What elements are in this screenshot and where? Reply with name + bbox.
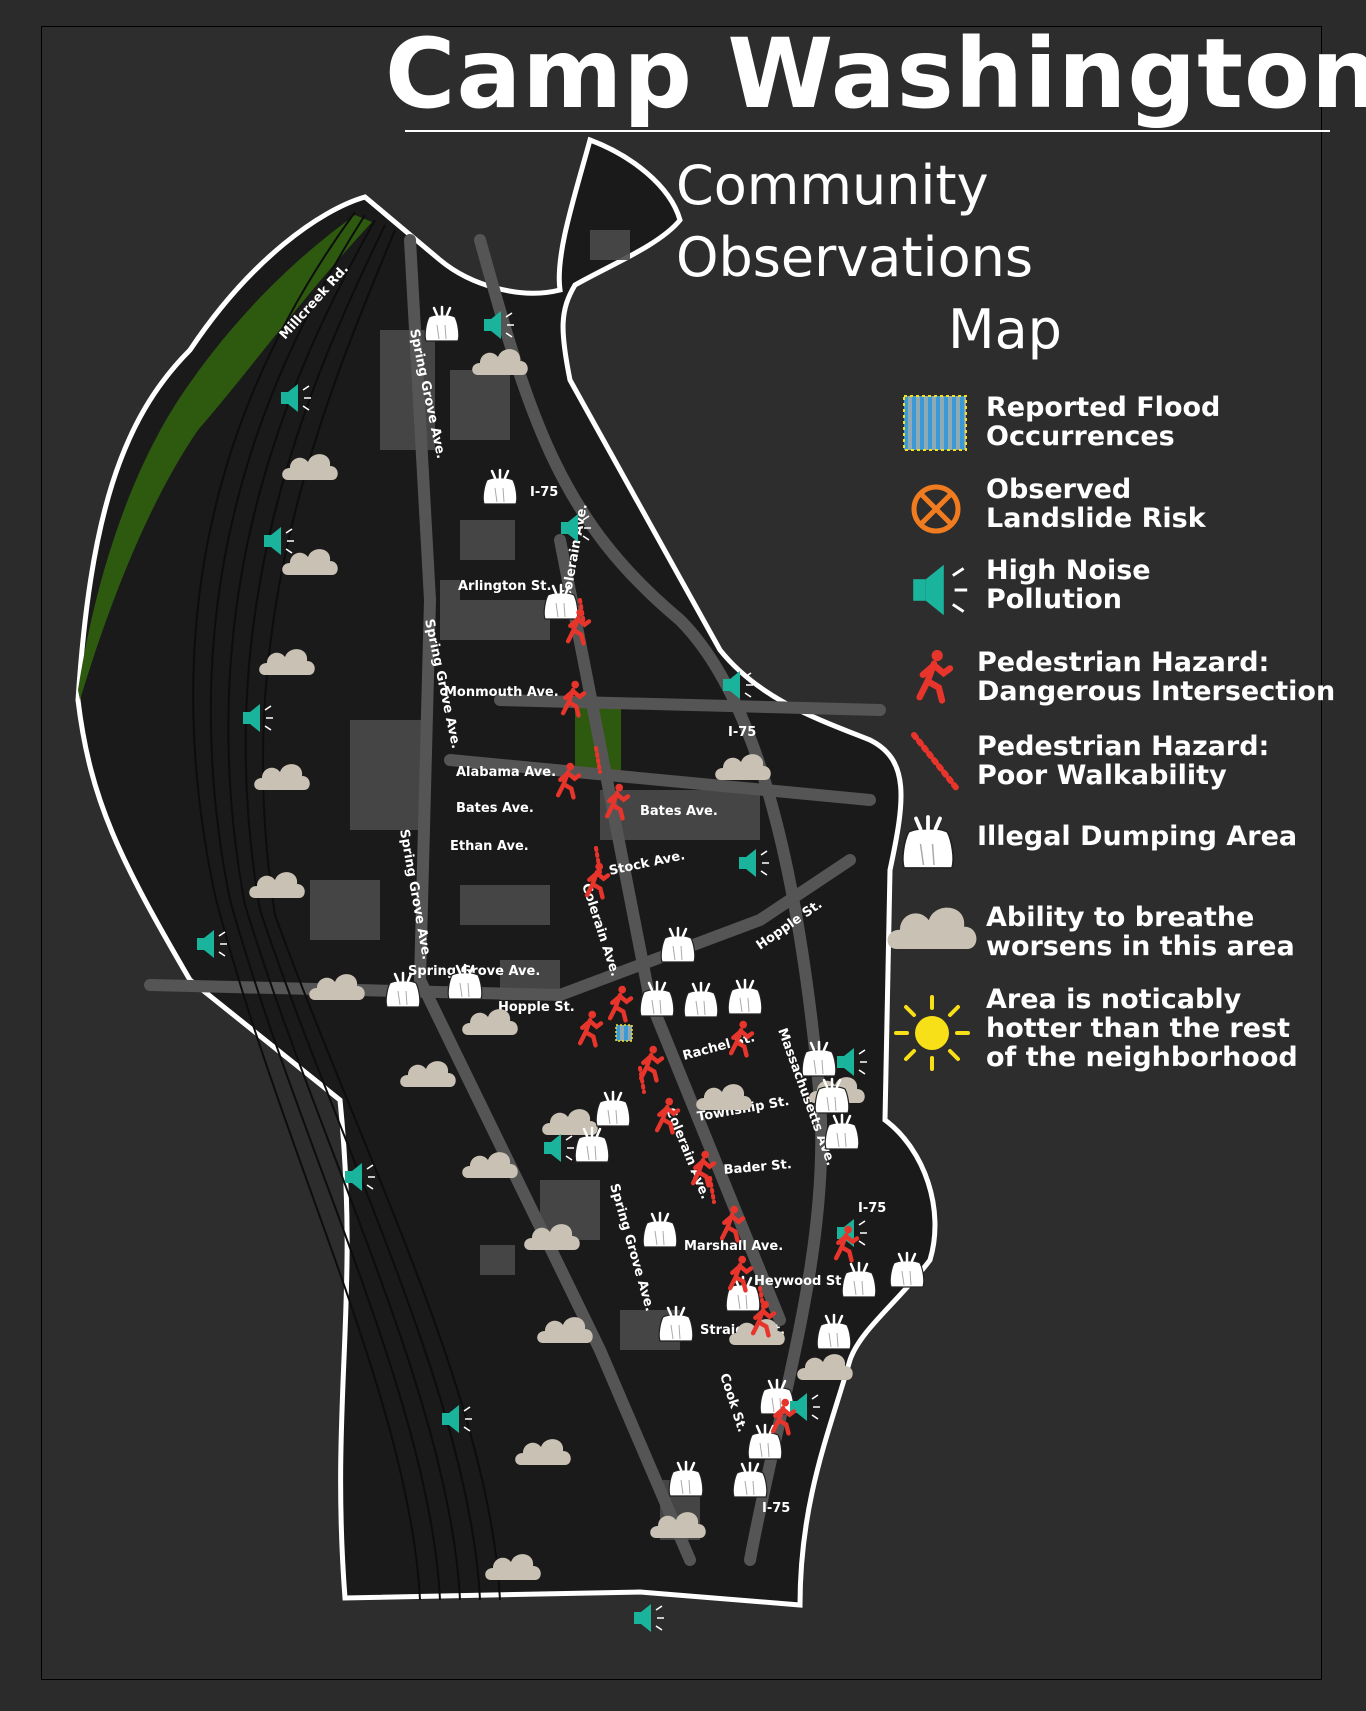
street-label: I-75	[530, 485, 558, 500]
street-label: Bates Ave.	[640, 804, 718, 819]
street-label: Ethan Ave.	[450, 839, 529, 854]
map-markers	[196, 305, 926, 1633]
heat-sun-icon	[894, 995, 970, 1071]
legend-label-pedestrian-intersection: Pedestrian Hazard: Dangerous Intersectio…	[977, 647, 1336, 707]
legend-label-noise: High Noise Pollution	[986, 555, 1151, 615]
noise-marker	[633, 1603, 665, 1633]
street-label: Monmouth Ave.	[444, 685, 559, 700]
breathing-cloud-icon	[887, 907, 977, 949]
poor-walkability-icon	[911, 732, 961, 793]
street-label: Bates Ave.	[456, 801, 534, 816]
poor-walkability-marker	[594, 746, 602, 774]
legend-label-poor-walkability: Pedestrian Hazard: Poor Walkability	[977, 731, 1270, 791]
legend-label-heat: Area is noticably hotter than the rest o…	[986, 984, 1298, 1073]
legend-label-landslide: Observed Landslide Risk	[986, 474, 1206, 534]
street-label: I-75	[858, 1201, 886, 1216]
map-title: Camp Washington	[385, 18, 1366, 130]
pedestrian-intersection-icon	[920, 650, 950, 700]
street-label: Heywood St.	[754, 1274, 846, 1289]
street-label: Alabama Ave.	[456, 765, 556, 780]
flood-icon	[903, 395, 967, 451]
street-label: Hopple St.	[498, 1000, 575, 1015]
landslide-icon	[911, 484, 961, 534]
street-label: Spring Grove Ave.	[408, 964, 540, 979]
subtitle-line-2: Map	[948, 298, 1062, 361]
street-label: I-75	[728, 725, 756, 740]
title-rule	[405, 130, 1330, 132]
noise-icon	[911, 563, 969, 617]
street-label: Bader St.	[723, 1157, 792, 1178]
dumping-bag-icon	[900, 815, 956, 870]
flood-marker	[615, 1024, 633, 1042]
poor-walkability-marker	[708, 1176, 716, 1204]
legend-label-dumping: Illegal Dumping Area	[977, 821, 1298, 852]
city-blocks	[310, 230, 760, 1540]
legend-icons	[887, 395, 977, 1071]
map-subtitle: Community Observations Map	[676, 150, 1316, 366]
subtitle-line-1: Community Observations	[676, 154, 1033, 289]
street-label: I-75	[762, 1501, 790, 1516]
legend-label-breathing: Ability to breathe worsens in this area	[986, 902, 1295, 962]
street-label: Arlington St.	[458, 579, 551, 594]
legend-label-flood: Reported Flood Occurrences	[986, 392, 1221, 452]
street-label: Marshall Ave.	[684, 1239, 783, 1254]
